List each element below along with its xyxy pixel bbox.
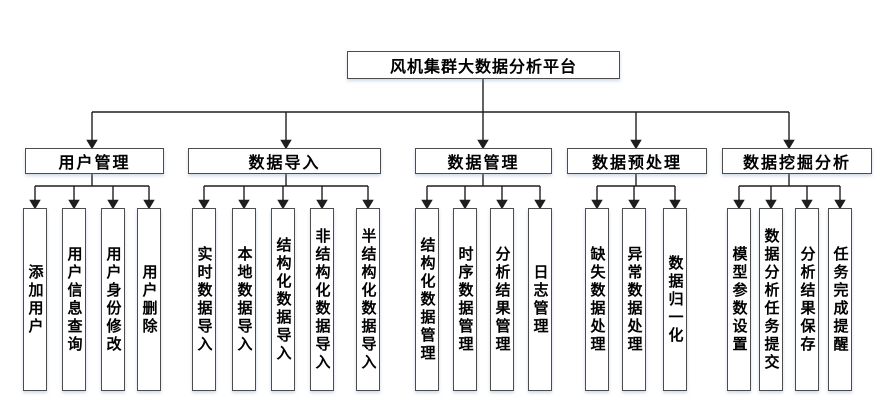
leaf-node-realtime-data-import: 实时数据导入 (192, 208, 216, 391)
leaf-node-analysis-result-management: 分析结果管理 (490, 208, 514, 391)
branch-node-user-management: 用户管理 (25, 148, 164, 174)
leaf-node-data-normalization: 数据归一化 (663, 208, 687, 391)
leaf-node-missing-data-processing: 缺失数据处理 (585, 208, 609, 391)
root-node-platform: 风机集群大数据分析平台 (347, 51, 620, 79)
branch-node-data-preprocessing: 数据预处理 (567, 148, 707, 174)
leaf-node-analysis-result-save: 分析结果保存 (795, 208, 819, 391)
leaf-node-user-info-query: 用户信息查询 (62, 208, 86, 391)
leaf-node-timeseries-data-management: 时序数据管理 (453, 208, 477, 391)
leaf-node-unstructured-data-import: 非结构化数据导入 (310, 208, 334, 391)
leaf-node-user-identity-modify: 用户身份修改 (101, 208, 125, 391)
branch-node-data-management: 数据管理 (415, 148, 552, 174)
branch-node-data-import: 数据导入 (188, 148, 381, 174)
leaf-node-user-delete: 用户删除 (137, 208, 161, 391)
leaf-node-local-data-import: 本地数据导入 (232, 208, 256, 391)
branch-node-data-mining-analysis: 数据挖掘分析 (722, 148, 872, 174)
leaf-node-model-parameter-setting: 模型参数设置 (727, 208, 751, 391)
leaf-node-data-analysis-task-submit: 数据分析任务提交 (759, 208, 783, 391)
leaf-node-abnormal-data-processing: 异常数据处理 (622, 208, 646, 391)
leaf-node-task-completion-reminder: 任务完成提醒 (828, 208, 852, 391)
leaf-node-add-user: 添加用户 (23, 208, 47, 391)
leaf-node-structured-data-import: 结构化数据导入 (271, 208, 295, 391)
leaf-node-log-management: 日志管理 (528, 208, 552, 391)
leaf-node-semi-structured-data-import: 半结构化数据导入 (356, 208, 380, 391)
leaf-node-structured-data-management: 结构化数据管理 (415, 208, 439, 391)
